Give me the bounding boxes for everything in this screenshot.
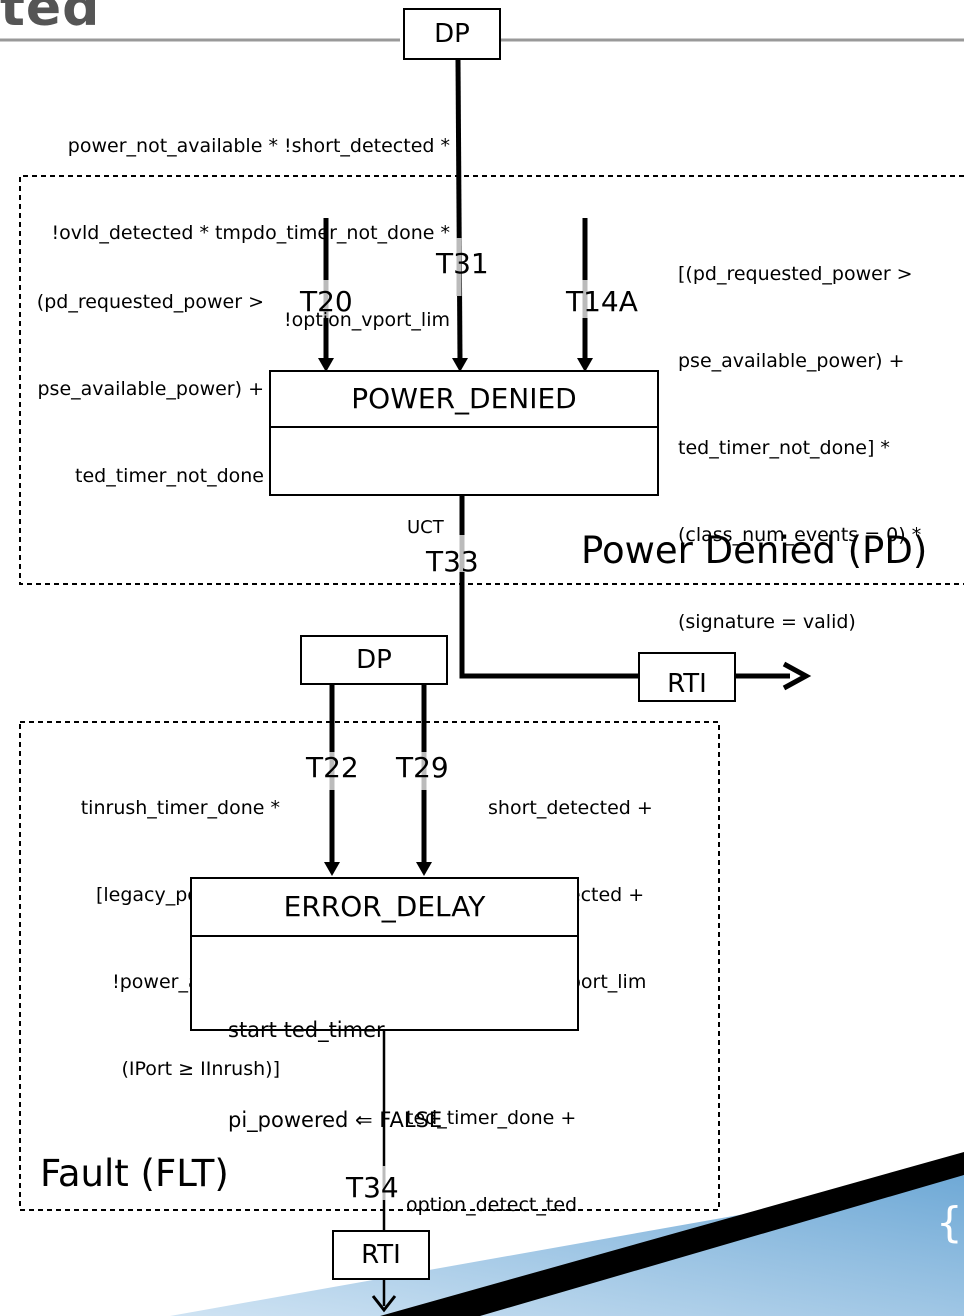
dp-node-top: DP	[403, 8, 501, 60]
t34-id: T34	[346, 1171, 399, 1204]
corner-symbol: {	[936, 1198, 963, 1247]
t20-condition-line: ted_timer_not_done	[75, 465, 264, 487]
t31-condition: power_not_available * !short_detected * …	[52, 74, 450, 364]
decorative-swoosh-dark	[380, 1152, 964, 1316]
region-pd-label: Power Denied (PD)	[581, 529, 928, 572]
t22-condition-line: (IPort ≥ IInrush)]	[121, 1058, 280, 1080]
t31-condition-line: !ovld_detected * tmpdo_timer_not_done *	[51, 222, 450, 244]
t20-condition-line: pse_available_power) +	[37, 378, 264, 400]
t29-condition-line: short_detected +	[488, 797, 653, 819]
t14a-condition-line: ted_timer_not_done] *	[678, 437, 890, 459]
t22-condition-line: tinrush_timer_done *	[80, 797, 280, 819]
t29-id: T29	[396, 751, 449, 784]
t22-id: T22	[306, 751, 359, 784]
rti-node-bottom: RTI	[332, 1230, 430, 1280]
t20-id: T20	[300, 285, 353, 318]
t14a-condition-line: [(pd_requested_power >	[678, 263, 913, 285]
t34-condition: ted_timer_done + option_detect_ted	[406, 1046, 577, 1249]
state-power-denied-body	[269, 426, 659, 496]
slide-title-fragment: ted	[0, 0, 101, 38]
t34-arrowhead	[371, 1295, 397, 1313]
t34-condition-line: ted_timer_done +	[406, 1107, 577, 1129]
t31-arrowhead	[452, 358, 468, 372]
state-action-line: pi_powered ⇐ FALSE	[228, 1108, 443, 1132]
state-power-denied-header: POWER_DENIED	[269, 370, 659, 428]
t33-condition: UCT	[407, 517, 444, 538]
dp-node-top-label: DP	[434, 19, 470, 49]
dp-node-mid: DP	[300, 635, 448, 685]
state-error-delay-name: ERROR_DELAY	[283, 890, 486, 923]
region-flt-label: Fault (FLT)	[40, 1152, 229, 1195]
rti-node-right-label: RTI	[667, 669, 707, 699]
t22-arrowhead	[324, 862, 340, 876]
region-pd-border	[19, 175, 964, 585]
t29-arrowhead	[416, 862, 432, 876]
t14a-condition-line: (signature = valid)	[678, 611, 856, 633]
state-power-denied-name: POWER_DENIED	[351, 382, 577, 415]
t14a-condition-line: pse_available_power) +	[678, 350, 905, 372]
t20-condition-line: (pd_requested_power >	[36, 291, 264, 313]
t14a-condition-line: (class_num_events = 0) *	[678, 524, 922, 546]
state-error-delay-header: ERROR_DELAY	[190, 877, 579, 937]
rti-node-bottom-label: RTI	[361, 1240, 401, 1270]
t14a-condition: [(pd_requested_power > pse_available_pow…	[678, 202, 921, 666]
t31-line	[455, 59, 463, 361]
t33-id: T33	[426, 545, 479, 578]
t20-condition: (pd_requested_power > pse_available_powe…	[37, 230, 264, 520]
state-error-delay-actions: start ted_timer pi_powered ⇐ FALSE	[228, 955, 442, 1165]
t31-condition-line: !option_vport_lim	[284, 309, 450, 331]
t34-condition-line: option_detect_ted	[406, 1194, 578, 1216]
t31-condition-line: power_not_available * !short_detected *	[67, 135, 450, 157]
dp-node-mid-label: DP	[356, 645, 392, 675]
t31-id: T31	[436, 247, 489, 280]
t14a-arrowhead	[577, 358, 593, 372]
t14a-id: T14A	[566, 285, 638, 318]
t20-arrowhead	[318, 358, 334, 372]
state-action-line: start ted_timer	[228, 1018, 385, 1042]
t33-arrowhead	[782, 661, 812, 691]
rti-node-right: RTI	[638, 652, 736, 702]
state-error-delay-body	[190, 935, 579, 1031]
